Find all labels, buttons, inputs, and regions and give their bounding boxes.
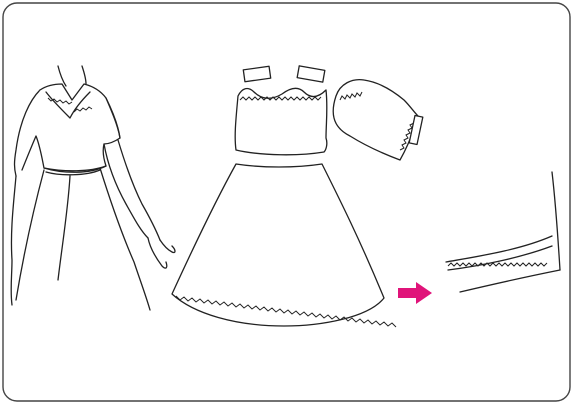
illustration-canvas xyxy=(0,0,573,404)
dress-pattern-illustration xyxy=(0,0,573,404)
